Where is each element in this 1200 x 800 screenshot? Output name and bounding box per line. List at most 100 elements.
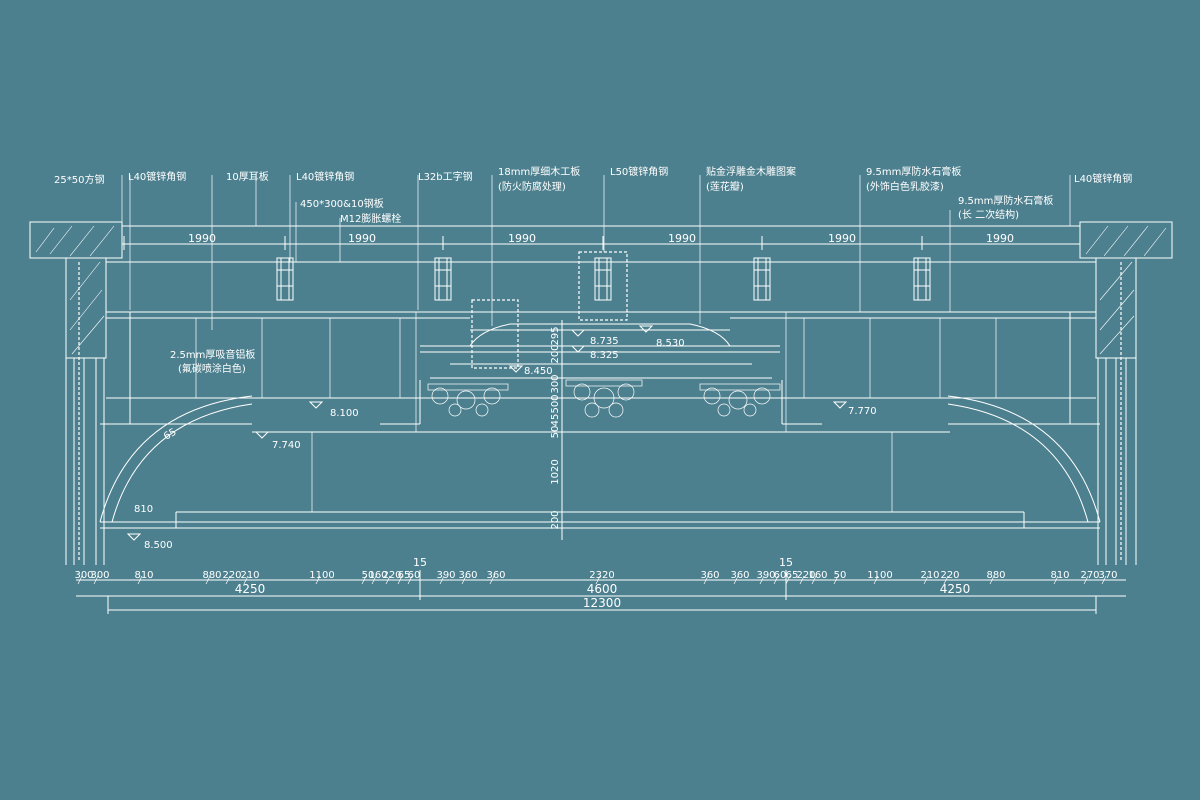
elev-8: 8.500: [144, 540, 173, 551]
elev-7: 7.770: [848, 406, 877, 417]
bottom-dim-tick: [489, 575, 495, 585]
label-angle-l50: L50镀锌角钢: [610, 165, 668, 178]
section-mark-left: 15: [413, 556, 427, 569]
bottom-dim-18: 360: [730, 570, 749, 581]
vdim-3: 300: [550, 374, 561, 393]
bottom-dim-tick: [785, 575, 791, 585]
bottom-dim-tick: [595, 575, 601, 585]
bottom-dim-16: 2320: [589, 570, 614, 581]
bottom-dim-tick: [361, 575, 367, 585]
bottom-dim-5: 220: [222, 570, 241, 581]
arc-dim-65: 65: [162, 427, 179, 443]
bottom-dim-12: 60: [408, 570, 421, 581]
lotus-ornaments: [427, 379, 781, 418]
bottom-dim-26: 210: [920, 570, 939, 581]
bottom-dim-13: 390: [436, 570, 455, 581]
label-angle-l40-b: L40镀锌角钢: [296, 170, 354, 183]
bottom-dim-11: 65: [398, 570, 411, 581]
label-bolt: M12膨胀螺栓: [340, 212, 401, 225]
bottom-dim-tick: [811, 575, 817, 585]
top-dim-1: 1990: [188, 232, 216, 245]
bottom-dim-19: 390: [756, 570, 775, 581]
bottom-dim-tick: [225, 575, 231, 585]
top-dim-4: 1990: [668, 232, 696, 245]
top-dim-6: 1990: [986, 232, 1014, 245]
bottom-dim-tick: [77, 575, 83, 585]
bottom-dim-tick: [243, 575, 249, 585]
elev-5: 8.100: [330, 408, 359, 419]
top-dim-3: 1990: [508, 232, 536, 245]
label-gypsum-b-note: (长 二次结构): [958, 208, 1019, 221]
bottom-dim-28: 880: [986, 570, 1005, 581]
bottom-dim-8: 50: [362, 570, 375, 581]
right-wall: [1079, 221, 1173, 565]
label-acoustic-panel: 2.5mm厚吸音铝板: [170, 348, 255, 361]
vdim-5: 50: [550, 426, 561, 439]
bottom-dim-10: 220: [382, 570, 401, 581]
bottom-dim-tick: [407, 575, 413, 585]
bottom-dim-24: 50: [834, 570, 847, 581]
bottom-dim-20: 60: [774, 570, 787, 581]
label-acoustic-panel-note: (氟碳喷涂白色): [178, 362, 246, 375]
label-plywood-note: (防火防腐处理): [498, 180, 566, 193]
bottom-dim-tick: [733, 575, 739, 585]
dim-4600: 4600: [587, 582, 618, 596]
label-steel-tube: 25*50方钢: [54, 173, 104, 186]
left-wall: [29, 221, 123, 565]
elev-1: 8.735: [590, 336, 619, 347]
label-angle-l40-a: L40镀锌角钢: [128, 170, 186, 183]
bottom-dim-tick: [703, 575, 709, 585]
bottom-dim-14: 360: [458, 570, 477, 581]
bottom-dim-4: 880: [202, 570, 221, 581]
dim-4250-right: 4250: [940, 582, 971, 596]
bottom-dim-30: 270: [1080, 570, 1099, 581]
bottom-dim-tick: [93, 575, 99, 585]
bottom-dim-17: 360: [700, 570, 719, 581]
bottom-dim-29: 810: [1050, 570, 1069, 581]
leader-lines: [121, 175, 1071, 330]
bottom-dim-15: 360: [486, 570, 505, 581]
vdim-1: 295: [550, 326, 561, 345]
top-dim-5: 1990: [828, 232, 856, 245]
label-steel-plate: 450*300&10钢板: [300, 197, 384, 210]
elevation-marks: 8.735 8.530 8.325 8.450 8.100 7.740 7.77…: [126, 325, 877, 551]
top-structure: [106, 225, 1096, 319]
vdim-2: 200: [550, 344, 561, 363]
bottom-dim-tick: [371, 575, 377, 585]
bottom-dim-tick: [799, 575, 805, 585]
bottom-dim-21: 65: [786, 570, 799, 581]
bottom-dim-tick: [1053, 575, 1059, 585]
bottom-dim-25: 1100: [867, 570, 892, 581]
bottom-dim-23: 160: [808, 570, 827, 581]
top-dimensions: 1990 1990 1990 1990 1990 1990: [188, 232, 1014, 245]
bottom-dim-tick: [873, 575, 879, 585]
hanger-brackets: [276, 251, 931, 369]
bottom-dim-3: 810: [134, 570, 153, 581]
bottom-dim-tick: [1101, 575, 1107, 585]
vdim-7: 1020: [550, 459, 561, 484]
bottom-dim-tick: [461, 575, 467, 585]
bottom-dim-2: 300: [90, 570, 109, 581]
vdim-4: 500: [550, 394, 561, 413]
elev-4: 8.450: [524, 366, 553, 377]
center-vertical-dimension: 295 200 300 500 50 45 1020 200: [550, 320, 563, 540]
label-gypsum-b: 9.5mm厚防水石膏板: [958, 194, 1053, 207]
bottom-dim-tick: [989, 575, 995, 585]
bottom-dim-27: 220: [940, 570, 959, 581]
label-angle-l40-c: L40镀锌角钢: [1074, 172, 1132, 185]
vdim-6: 45: [550, 414, 561, 427]
bottom-dim-1: 300: [74, 570, 93, 581]
label-gypsum-a: 9.5mm厚防水石膏板: [866, 165, 961, 178]
bottom-dim-tick: [397, 575, 403, 585]
top-dim-2: 1990: [348, 232, 376, 245]
bottom-dim-tick: [833, 575, 839, 585]
label-gypsum-a-note: (外饰白色乳胶漆): [866, 180, 944, 193]
bottom-dim-tick: [943, 575, 949, 585]
dim-4250-left: 4250: [235, 582, 266, 596]
label-gilded-relief: 贴金浮雕金木雕图案: [706, 165, 796, 178]
dim-total: 12300: [583, 596, 621, 610]
arc-dim-810: 810: [134, 504, 153, 515]
elev-2: 8.530: [656, 338, 685, 349]
vdim-8: 200: [550, 510, 561, 529]
